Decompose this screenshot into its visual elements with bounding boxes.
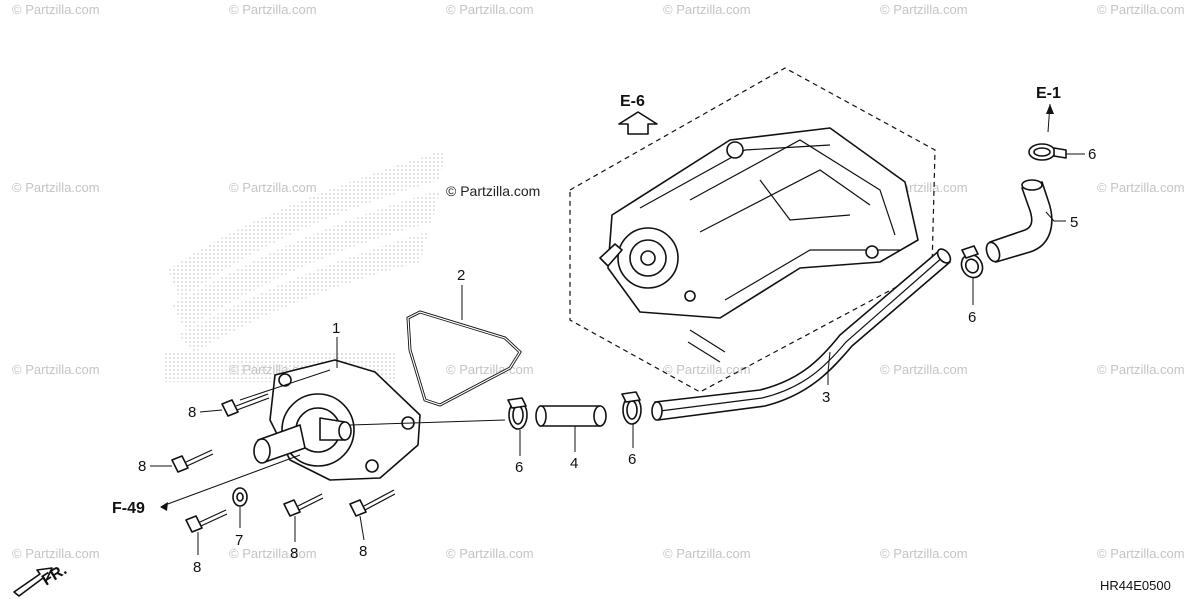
hose-clamp	[621, 391, 642, 425]
callout-2: 2	[457, 267, 465, 284]
watermark: © Partzilla.com	[1097, 2, 1185, 17]
watermark: © Partzilla.com	[1097, 362, 1185, 377]
callout-3: 3	[822, 389, 830, 406]
arrow-left-icon	[160, 502, 168, 511]
callout-8: 8	[193, 559, 201, 576]
watermark: © Partzilla.com	[12, 180, 100, 195]
watermark: © Partzilla.com	[12, 546, 100, 561]
callout-4: 4	[570, 455, 578, 472]
bolt	[171, 449, 214, 473]
watermark: © Partzilla.com	[663, 2, 751, 17]
callout-6: 6	[515, 459, 523, 476]
callout-6: 6	[1088, 146, 1096, 163]
hose-short	[535, 405, 607, 427]
watermark: © Partzilla.com	[1097, 546, 1185, 561]
hose-bent	[985, 179, 1053, 263]
water-pipe-long	[651, 248, 952, 421]
washer	[232, 487, 248, 507]
callout-8: 8	[290, 545, 298, 562]
ref-e1: E-1	[1036, 85, 1061, 102]
watermark: © Partzilla.com	[880, 546, 968, 561]
bolt	[349, 489, 396, 517]
callout-7: 7	[235, 532, 243, 549]
watermark: © Partzilla.com	[229, 2, 317, 17]
callout-8: 8	[188, 404, 196, 421]
water-pump-cover	[253, 359, 421, 481]
hose-clamp	[960, 245, 984, 279]
diagram-code: HR44E0500	[1100, 578, 1171, 593]
arrow-up-icon	[1046, 104, 1054, 114]
ref-e6: E-6	[620, 93, 645, 110]
watermark: © Partzilla.com	[880, 2, 968, 17]
watermark: © Partzilla.com	[1097, 180, 1185, 195]
watermark: © Partzilla.com	[229, 180, 317, 195]
watermark: © Partzilla.com	[12, 362, 100, 377]
callout-8: 8	[359, 543, 367, 560]
arrow-up-icon	[618, 111, 658, 135]
engine-case-illustration	[569, 67, 936, 393]
watermark: © Partzilla.com	[12, 2, 100, 17]
callout-1: 1	[332, 320, 340, 337]
wing-logo-watermark	[165, 150, 445, 382]
partzilla-credit: © Partzilla.com	[446, 183, 540, 199]
ref-f49: F-49	[112, 500, 145, 517]
callout-6: 6	[628, 451, 636, 468]
callout-6: 6	[968, 309, 976, 326]
callout-5: 5	[1070, 214, 1078, 231]
watermark: © Partzilla.com	[446, 2, 534, 17]
watermark: © Partzilla.com	[880, 362, 968, 377]
bolt	[185, 509, 228, 533]
watermark: © Partzilla.com	[446, 546, 534, 561]
bolt	[221, 393, 270, 417]
watermark: © Partzilla.com	[229, 546, 317, 561]
front-direction-marker: FR.	[13, 561, 70, 597]
front-label: FR.	[39, 561, 70, 589]
hose-clamp	[1028, 143, 1067, 161]
callout-8: 8	[138, 458, 146, 475]
leader-lines	[150, 153, 1085, 555]
bolt	[283, 493, 324, 517]
watermark: © Partzilla.com	[446, 362, 534, 377]
watermark: © Partzilla.com	[663, 546, 751, 561]
hose-clamp	[507, 397, 528, 430]
watermark: © Partzilla.com	[663, 362, 751, 377]
